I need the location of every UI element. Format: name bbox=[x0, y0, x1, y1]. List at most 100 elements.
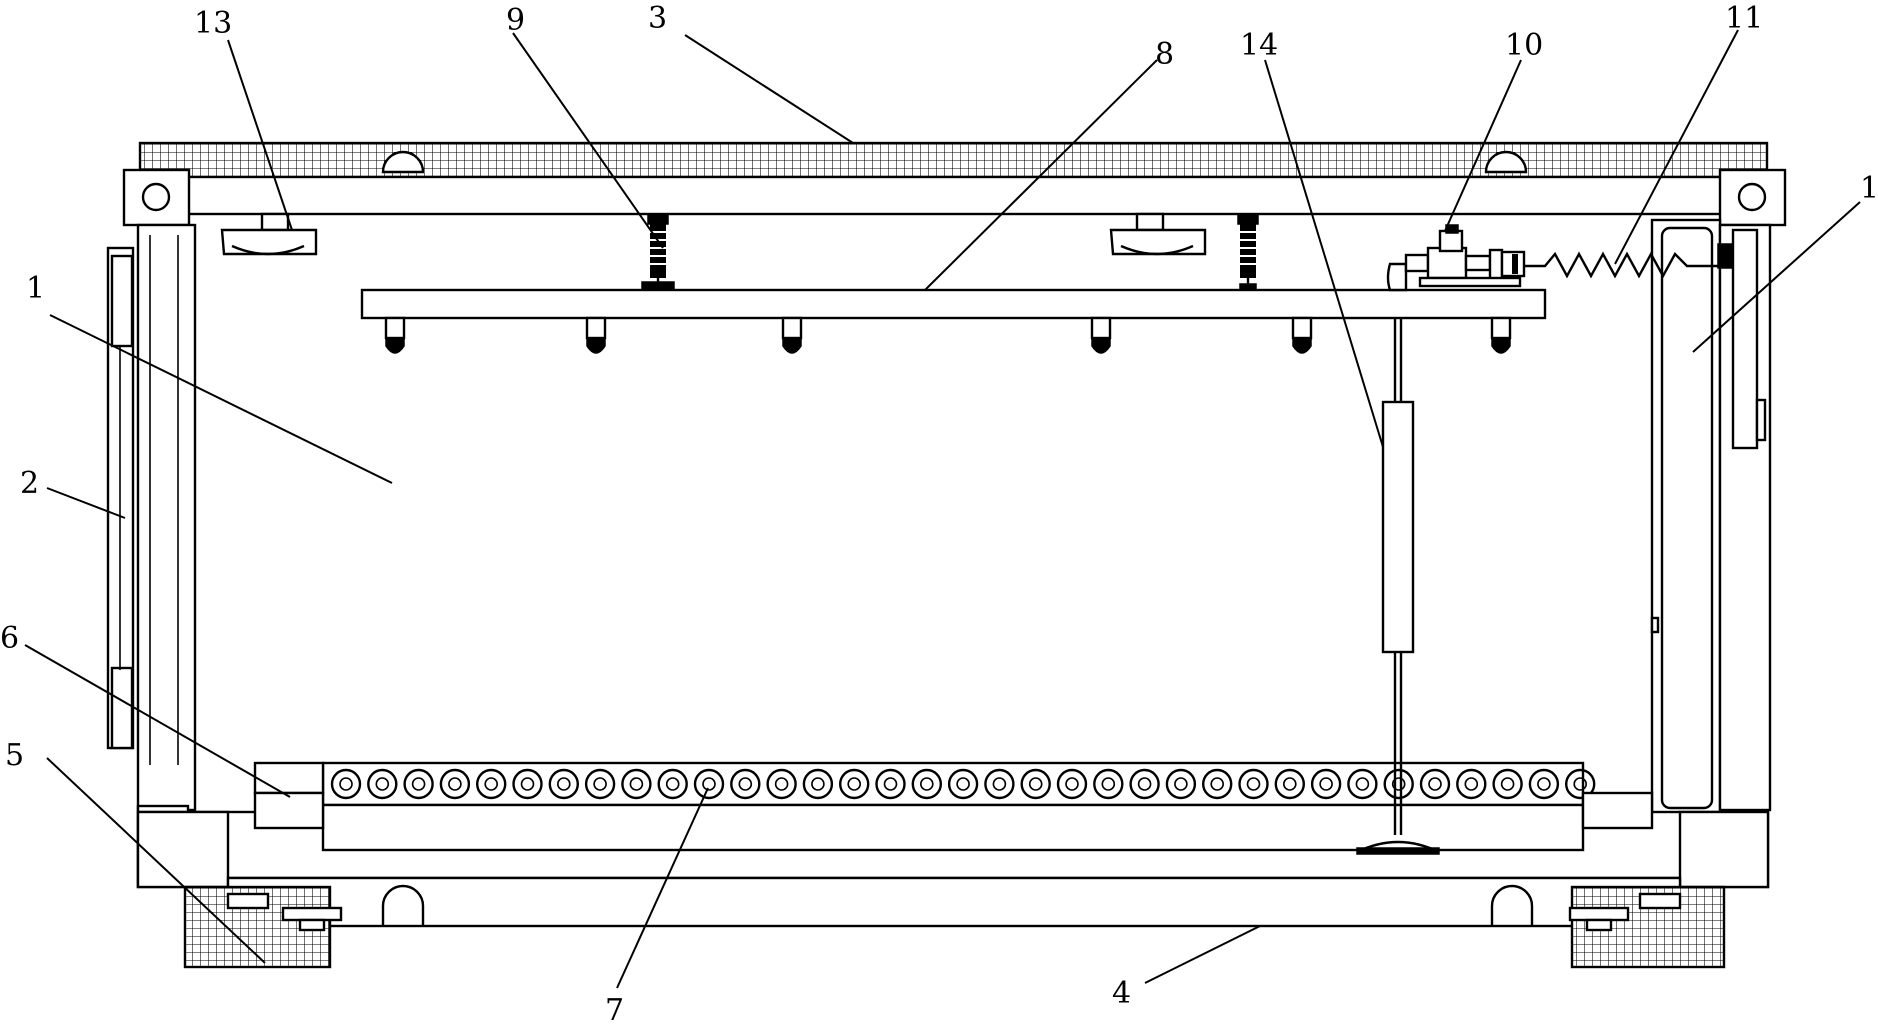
spring-cable bbox=[1524, 243, 1733, 279]
roller-core bbox=[702, 777, 716, 791]
roller-core bbox=[1391, 777, 1406, 791]
label-1-left: 1 bbox=[26, 271, 45, 306]
roller bbox=[730, 768, 761, 800]
roller-core bbox=[629, 777, 644, 791]
label-10: 10 bbox=[1505, 28, 1543, 63]
spray-nozzle bbox=[1291, 316, 1313, 354]
lamp-left bbox=[220, 212, 318, 256]
roller bbox=[512, 768, 543, 800]
label-1-right: 1 bbox=[1860, 171, 1878, 206]
roller-core bbox=[448, 777, 462, 791]
roller-core bbox=[593, 777, 607, 791]
roller-core bbox=[919, 777, 934, 791]
left-foot bbox=[183, 885, 343, 969]
roller-core bbox=[520, 777, 535, 791]
label-4: 4 bbox=[1112, 976, 1131, 1011]
roller bbox=[911, 768, 942, 800]
spray-nozzle bbox=[1090, 316, 1112, 354]
roller bbox=[1056, 768, 1088, 800]
leader-lines bbox=[24, 29, 1861, 989]
roller-core bbox=[1464, 777, 1479, 791]
spring-hanger-right bbox=[1237, 213, 1259, 291]
roller-core bbox=[375, 777, 390, 791]
roller-core bbox=[339, 777, 353, 791]
roller-core bbox=[1500, 777, 1515, 791]
side-blocks bbox=[253, 761, 1654, 830]
roller bbox=[1564, 768, 1596, 800]
roller-core bbox=[1210, 777, 1224, 791]
roller bbox=[947, 768, 979, 800]
roller bbox=[1347, 768, 1378, 800]
label-2: 2 bbox=[20, 466, 39, 501]
roller bbox=[766, 768, 797, 800]
roller-core bbox=[1573, 777, 1587, 791]
top-frame-beam bbox=[122, 168, 1787, 227]
roller bbox=[330, 768, 362, 800]
spray-nozzle bbox=[585, 316, 607, 354]
label-7: 7 bbox=[605, 993, 624, 1023]
roller bbox=[1456, 768, 1487, 800]
roller-core bbox=[556, 777, 571, 791]
label-5: 5 bbox=[5, 738, 24, 773]
roller-core bbox=[1174, 777, 1188, 791]
roller-core bbox=[665, 777, 680, 791]
roller-core bbox=[1137, 777, 1152, 791]
roller-core bbox=[484, 777, 499, 791]
roller-core bbox=[738, 777, 753, 791]
roller bbox=[693, 768, 725, 800]
roller bbox=[1020, 768, 1051, 800]
label-11: 11 bbox=[1725, 1, 1763, 36]
roller-core bbox=[992, 777, 1007, 791]
roller bbox=[548, 768, 579, 800]
roller bbox=[1383, 768, 1414, 800]
spray-nozzle bbox=[781, 316, 803, 354]
roller-core bbox=[1537, 777, 1551, 791]
roller-core bbox=[847, 777, 862, 791]
roller bbox=[584, 768, 616, 800]
label-14: 14 bbox=[1240, 28, 1278, 63]
label-6: 6 bbox=[0, 621, 19, 656]
label-9: 9 bbox=[506, 3, 525, 38]
roller-core bbox=[411, 777, 426, 791]
roller bbox=[1165, 768, 1197, 800]
spray-nozzle bbox=[384, 316, 406, 354]
roller-core bbox=[1028, 777, 1043, 791]
roller-core bbox=[1101, 777, 1116, 791]
roller bbox=[476, 768, 507, 800]
roller bbox=[1274, 768, 1306, 800]
roller-core bbox=[1355, 777, 1370, 791]
roller bbox=[1310, 768, 1342, 800]
roller bbox=[1201, 768, 1233, 800]
left-door bbox=[106, 246, 135, 750]
roller-core bbox=[1283, 777, 1297, 791]
roller bbox=[621, 768, 652, 800]
roller-core bbox=[1319, 777, 1333, 791]
roller-core bbox=[956, 777, 970, 791]
roller bbox=[367, 768, 398, 800]
roller-core bbox=[1065, 777, 1079, 791]
roller bbox=[1528, 768, 1560, 800]
right-column bbox=[1650, 218, 1772, 818]
spray-bar bbox=[360, 288, 1547, 354]
label-3: 3 bbox=[648, 1, 667, 36]
roller bbox=[439, 768, 471, 800]
roller bbox=[1238, 768, 1269, 800]
label-13: 13 bbox=[194, 6, 232, 41]
lamp-right bbox=[1109, 212, 1207, 256]
roller-conveyor bbox=[321, 761, 1596, 852]
roller bbox=[1129, 768, 1160, 800]
label-8: 8 bbox=[1155, 37, 1174, 72]
pump bbox=[1386, 224, 1526, 292]
roller-core bbox=[1428, 777, 1442, 791]
roller bbox=[1492, 768, 1523, 800]
roller bbox=[984, 768, 1015, 800]
roller-core bbox=[774, 777, 789, 791]
spray-nozzle bbox=[1490, 316, 1512, 354]
roller bbox=[802, 768, 834, 800]
roller-core bbox=[811, 777, 825, 791]
roller-core bbox=[1246, 777, 1261, 791]
lift-cylinder bbox=[1356, 318, 1440, 855]
right-foot bbox=[1568, 885, 1726, 969]
